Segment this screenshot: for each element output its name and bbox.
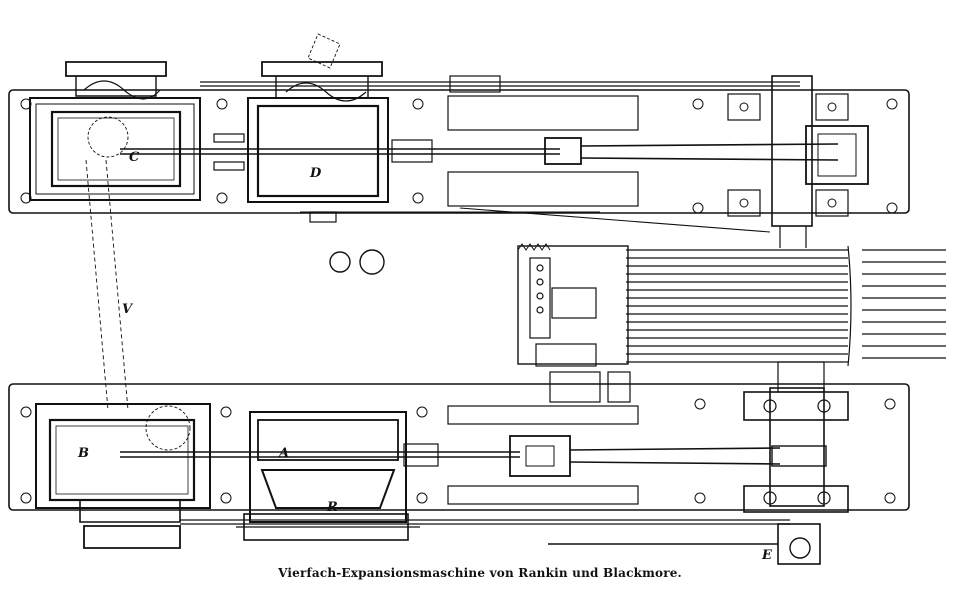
cylinder-a: [249, 411, 407, 523]
label-b: B: [78, 446, 89, 461]
lower-crosshead: [509, 435, 571, 477]
label-r: R: [327, 500, 338, 515]
upper-crosshead: [544, 137, 582, 165]
upper-bedplate: [8, 89, 910, 214]
label-v: V: [122, 302, 133, 317]
lower-bedplate: [8, 383, 910, 511]
upper-engine: [8, 33, 910, 275]
figure-caption: Vierfach-Expansionsmaschine von Rankin u…: [278, 566, 682, 580]
label-e: E: [762, 548, 772, 563]
cylinder-r: [260, 469, 396, 509]
cylinder-d: [247, 97, 389, 203]
cylinder-b: [48, 418, 196, 502]
upper-bolts: [20, 98, 898, 214]
label-c: C: [129, 150, 140, 165]
link-v: [85, 159, 129, 411]
upper-crank-bearing: [805, 125, 869, 185]
label-d: D: [310, 166, 322, 181]
label-a: A: [279, 446, 290, 461]
flywheel-section: [517, 243, 946, 393]
lower-engine: [8, 371, 910, 565]
lower-crank-bearing: [743, 391, 849, 421]
lower-bolts: [20, 398, 896, 504]
